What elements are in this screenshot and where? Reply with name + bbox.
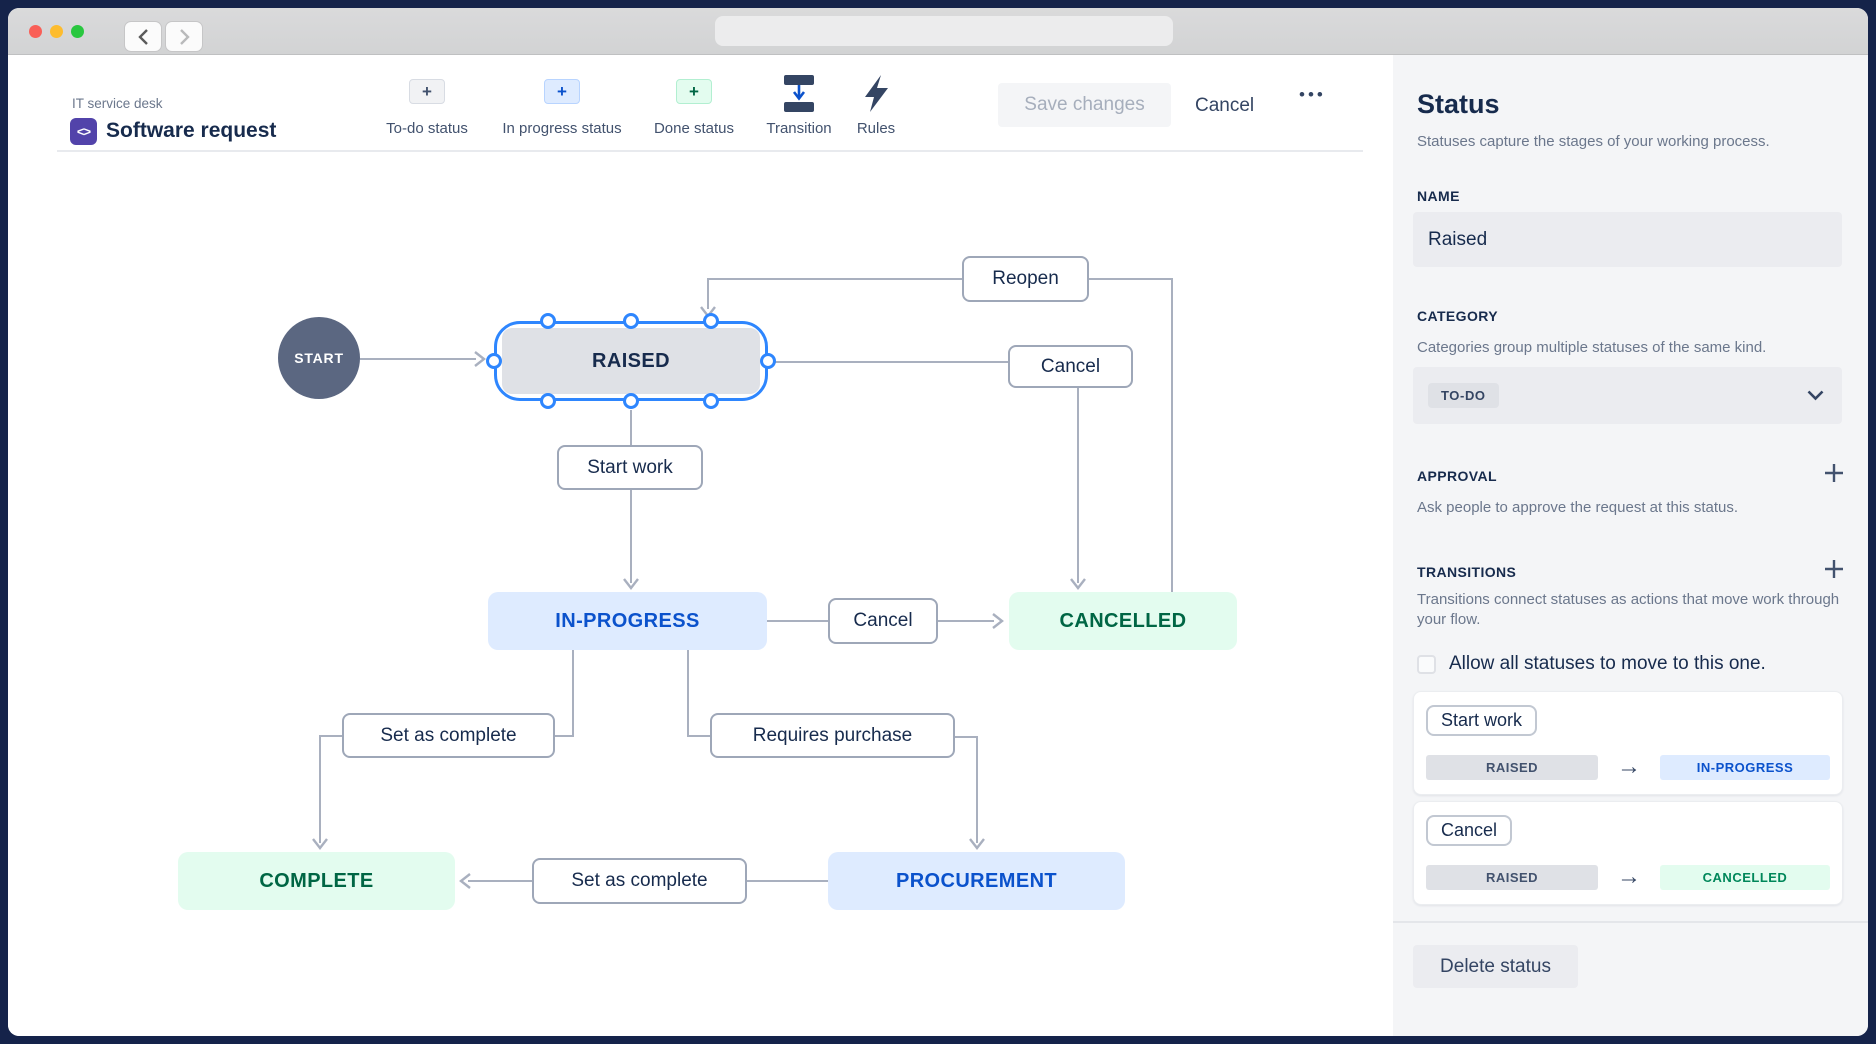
selection-handle[interactable] bbox=[540, 393, 556, 409]
arrow-right-icon: → bbox=[1617, 753, 1641, 780]
toolbar-button-label: Transition bbox=[766, 120, 832, 137]
category-dropdown[interactable]: TO-DO bbox=[1413, 367, 1842, 424]
delete-status-button[interactable]: Delete status bbox=[1413, 945, 1578, 988]
browser-forward-button[interactable] bbox=[165, 21, 203, 52]
transition-action-chip[interactable]: Cancel bbox=[1426, 815, 1513, 846]
approval-label: APPROVAL bbox=[1417, 468, 1497, 484]
toolbar-button-label: Done status bbox=[653, 120, 735, 137]
save-changes-button[interactable]: Save changes bbox=[998, 83, 1171, 127]
selection-handle[interactable] bbox=[623, 313, 639, 329]
transition-label-reopen[interactable]: Reopen bbox=[962, 256, 1089, 302]
toolbar-divider bbox=[57, 150, 1363, 152]
add-approval-icon[interactable] bbox=[1824, 463, 1844, 483]
transition-label-cancel-mid[interactable]: Cancel bbox=[828, 598, 938, 644]
url-bar[interactable] bbox=[715, 16, 1173, 46]
transitions-label: TRANSITIONS bbox=[1417, 564, 1517, 580]
panel-title: Status bbox=[1417, 89, 1500, 119]
chevron-down-icon bbox=[1807, 390, 1824, 401]
approval-help: Ask people to approve the request at thi… bbox=[1417, 499, 1739, 516]
selection-handle[interactable] bbox=[623, 393, 639, 409]
transition-action-chip[interactable]: Start work bbox=[1426, 705, 1538, 736]
name-label: NAME bbox=[1417, 188, 1460, 204]
category-help: Categories group multiple statuses of th… bbox=[1417, 339, 1767, 356]
status-node-procurement[interactable]: PROCUREMENT bbox=[828, 852, 1125, 910]
allow-all-checkbox[interactable] bbox=[1417, 654, 1436, 674]
start-node[interactable]: START bbox=[278, 317, 360, 399]
page-title: Software request bbox=[106, 119, 277, 142]
add-transition-icon[interactable] bbox=[1824, 559, 1844, 579]
panel-subtitle: Statuses capture the stages of your work… bbox=[1417, 133, 1770, 150]
to-status-badge: IN-PROGRESS bbox=[1660, 754, 1830, 780]
category-value-badge: TO-DO bbox=[1428, 383, 1499, 408]
plus-icon[interactable]: + bbox=[544, 79, 580, 104]
transition-label-set-as-complete-lower[interactable]: Set as complete bbox=[532, 858, 747, 904]
toolbar-button-label: To-do status bbox=[386, 120, 468, 137]
transition-icon bbox=[784, 73, 814, 114]
toolbar-button-label: In progress status bbox=[502, 120, 622, 137]
add-transition-button[interactable]: Transition bbox=[724, 73, 874, 137]
category-label: CATEGORY bbox=[1417, 308, 1498, 324]
transition-card[interactable]: Start work RAISED → IN-PROGRESS bbox=[1413, 691, 1843, 795]
selection-handle[interactable] bbox=[760, 353, 776, 369]
workflow-connectors bbox=[312, 278, 1173, 889]
arrow-right-icon: → bbox=[1617, 863, 1641, 890]
transition-label-set-as-complete-upper[interactable]: Set as complete bbox=[342, 713, 555, 758]
toolbar-button-label: Rules bbox=[856, 120, 896, 137]
transition-label-cancel-top[interactable]: Cancel bbox=[1008, 345, 1133, 388]
to-status-badge: CANCELLED bbox=[1660, 864, 1830, 890]
chevron-left-icon bbox=[137, 28, 148, 45]
transition-card[interactable]: Cancel RAISED → CANCELLED bbox=[1413, 801, 1843, 905]
transitions-help: Transitions connect statuses as actions … bbox=[1417, 591, 1840, 628]
status-name-input[interactable]: Raised bbox=[1413, 212, 1842, 267]
selection-handle[interactable] bbox=[703, 313, 719, 329]
allow-all-checkbox-row[interactable]: Allow all statuses to move to this one. bbox=[1417, 653, 1766, 675]
plus-icon[interactable]: + bbox=[676, 79, 712, 104]
cancel-button[interactable]: Cancel bbox=[1195, 95, 1255, 116]
workflow-canvas[interactable]: IT service desk <> Software request + To… bbox=[8, 55, 1393, 1036]
browser-back-button[interactable] bbox=[124, 21, 162, 52]
allow-all-label: Allow all statuses to move to this one. bbox=[1449, 653, 1766, 674]
from-status-badge: RAISED bbox=[1426, 864, 1598, 890]
status-node-raised[interactable]: RAISED bbox=[502, 328, 760, 394]
app-window: IT service desk <> Software request + To… bbox=[8, 8, 1868, 1036]
status-node-complete[interactable]: COMPLETE bbox=[178, 852, 455, 910]
status-node-cancelled[interactable]: CANCELLED bbox=[1009, 592, 1237, 650]
selection-handle[interactable] bbox=[486, 353, 502, 369]
breadcrumb: IT service desk bbox=[72, 96, 163, 111]
chevron-right-icon bbox=[179, 28, 190, 45]
add-done-status-button[interactable]: + Done status bbox=[619, 73, 769, 137]
selection-handle[interactable] bbox=[540, 313, 556, 329]
rules-button[interactable]: Rules bbox=[801, 73, 951, 137]
add-todo-status-button[interactable]: + To-do status bbox=[352, 73, 502, 137]
transition-label-start-work[interactable]: Start work bbox=[557, 445, 703, 490]
zoom-window-button[interactable] bbox=[71, 25, 84, 38]
from-status-badge: RAISED bbox=[1426, 754, 1598, 780]
status-node-in-progress[interactable]: IN-PROGRESS bbox=[488, 592, 767, 650]
panel-divider bbox=[1393, 921, 1868, 923]
lightning-icon bbox=[862, 73, 890, 114]
add-inprogress-status-button[interactable]: + In progress status bbox=[487, 73, 637, 137]
close-window-button[interactable] bbox=[29, 25, 42, 38]
transition-label-requires-purchase[interactable]: Requires purchase bbox=[710, 713, 955, 758]
project-code-icon: <> bbox=[70, 118, 97, 145]
minimize-window-button[interactable] bbox=[50, 25, 63, 38]
more-options-button[interactable]: ••• bbox=[1299, 85, 1326, 104]
titlebar bbox=[8, 8, 1868, 55]
selection-handle[interactable] bbox=[703, 393, 719, 409]
plus-icon[interactable]: + bbox=[409, 79, 445, 104]
status-detail-panel: Status Statuses capture the stages of yo… bbox=[1393, 55, 1868, 1036]
